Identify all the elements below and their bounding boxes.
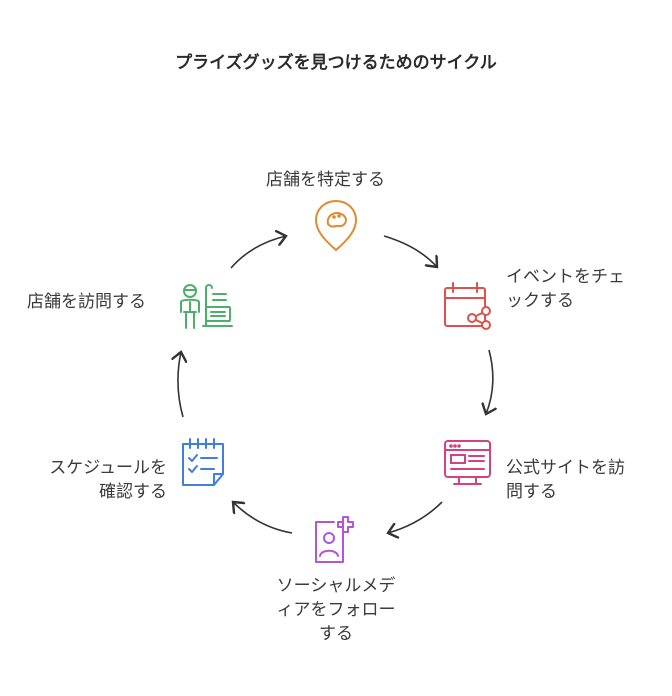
checklist-icon [182, 438, 224, 486]
step-label-visit-official-site: 公式サイトを訪 問する [506, 458, 625, 502]
step-label-check-events: イベントをチェ ックする [506, 267, 625, 311]
arrow-visit-to-store [230, 236, 286, 269]
arrow-schedule-to-visit [178, 352, 183, 418]
diagram-title: プライズグッズを見つけるためのサイクル [175, 53, 497, 73]
arrow-site-to-social [388, 501, 443, 533]
step-label-check-schedule: スケジュールを 確認する [49, 458, 167, 502]
step-label-follow-social: ソーシャルメデ ィアをフォロー する [276, 576, 396, 644]
step-label-identify-store: 店舗を特定する [266, 170, 385, 190]
website-icon [444, 440, 491, 485]
shop-clerk-icon [180, 284, 233, 329]
arrow-store-to-events [383, 235, 437, 267]
add-profile-icon [315, 516, 354, 563]
step-label-visit-store: 店舗を訪問する [27, 292, 146, 312]
arrow-events-to-site [486, 349, 493, 414]
calendar-share-icon [444, 282, 491, 330]
arrow-social-to-schedule [233, 502, 293, 534]
map-pin-icon [315, 200, 357, 251]
